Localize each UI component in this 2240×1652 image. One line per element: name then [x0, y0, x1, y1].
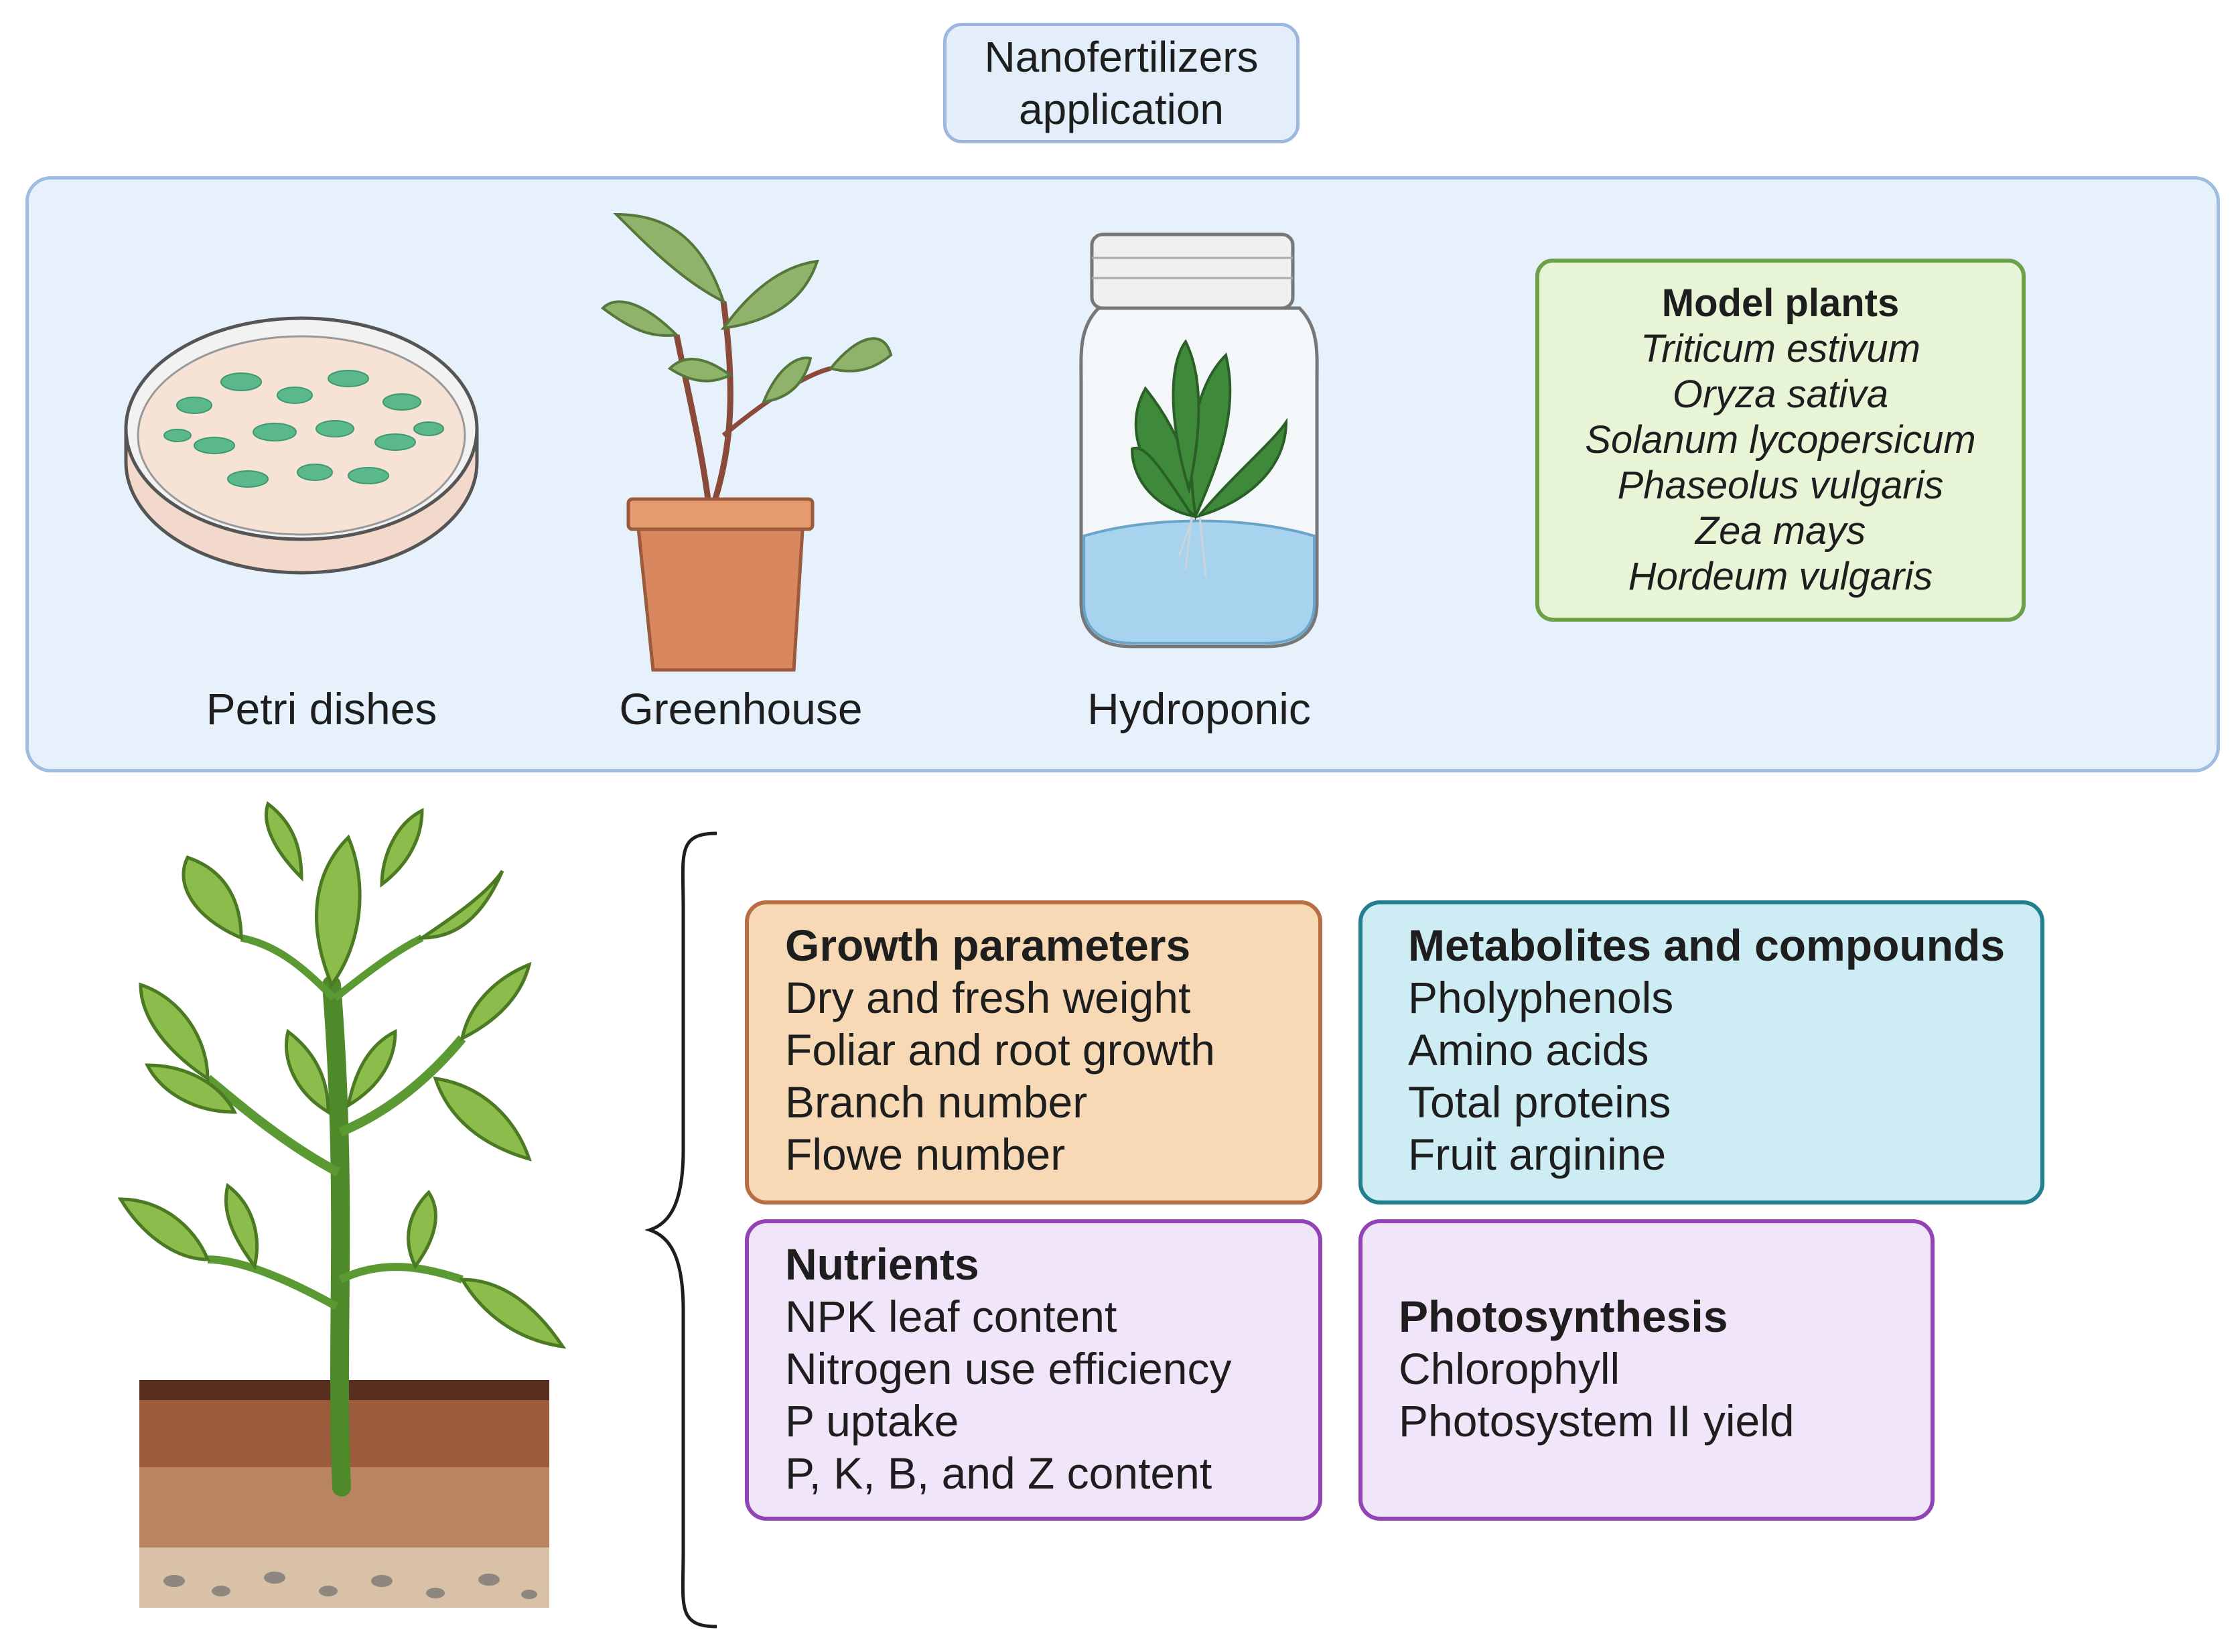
model-plant-species: Phaseolus vulgaris [1617, 464, 1944, 507]
title-box: Nanofertilizers application [943, 23, 1300, 143]
photosynthesis-item: Chlorophyll [1399, 1344, 1620, 1393]
growth-parameters-box: Growth parameters Dry and fresh weight F… [745, 900, 1322, 1204]
nutrient-item: P uptake [785, 1396, 959, 1446]
nutrients-heading: Nutrients [785, 1239, 979, 1289]
model-plants-box: Model plants Triticum estivum Oryza sati… [1535, 259, 2026, 622]
model-plants-heading: Model plants [1661, 281, 1900, 325]
tomato-plant-illustration [117, 801, 567, 1608]
title-line-1: Nanofertilizers [984, 33, 1259, 81]
model-plant-species: Solanum lycopersicum [1585, 418, 1976, 462]
title-line-2: application [1019, 85, 1224, 133]
potted-plant-illustration [600, 212, 893, 672]
metabolites-heading: Metabolites and compounds [1408, 920, 2006, 970]
setting-label-greenhouse: Greenhouse [619, 684, 863, 734]
model-plant-species: Oryza sativa [1672, 372, 1889, 416]
hydroponic-jar-illustration [1079, 232, 1319, 648]
nutrients-box: Nutrients NPK leaf content Nitrogen use … [745, 1219, 1322, 1521]
photosynthesis-box: Photosynthesis Chlorophyll Photosystem I… [1358, 1219, 1935, 1521]
metabolite-item: Amino acids [1408, 1025, 1649, 1075]
growth-parameter-item: Dry and fresh weight [785, 973, 1191, 1022]
growth-parameter-item: Foliar and root growth [785, 1025, 1215, 1075]
growth-parameter-item: Branch number [785, 1077, 1088, 1127]
growth-parameter-item: Flowe number [785, 1129, 1066, 1179]
setting-label-hydroponic: Hydroponic [1087, 684, 1311, 734]
nutrient-item: NPK leaf content [785, 1292, 1117, 1341]
nutrient-item: Nitrogen use efficiency [785, 1344, 1232, 1393]
photosynthesis-heading: Photosynthesis [1399, 1292, 1728, 1341]
photosynthesis-item: Photosystem II yield [1399, 1396, 1795, 1446]
metabolite-item: Total proteins [1408, 1077, 1671, 1127]
model-plant-species: Zea mays [1695, 509, 1866, 553]
setting-label-petri-dishes: Petri dishes [206, 684, 437, 734]
model-plant-species: Hordeum vulgaris [1628, 555, 1933, 598]
curly-brace [644, 831, 717, 1629]
growth-parameters-heading: Growth parameters [785, 920, 1191, 970]
petri-dish-illustration [124, 316, 479, 575]
model-plant-species: Triticum estivum [1640, 327, 1920, 370]
metabolites-box: Metabolites and compounds Pholyphenols A… [1358, 900, 2044, 1204]
metabolite-item: Pholyphenols [1408, 973, 1674, 1022]
nutrient-item: P, K, B, and Z content [785, 1448, 1212, 1498]
metabolite-item: Fruit arginine [1408, 1129, 1667, 1179]
